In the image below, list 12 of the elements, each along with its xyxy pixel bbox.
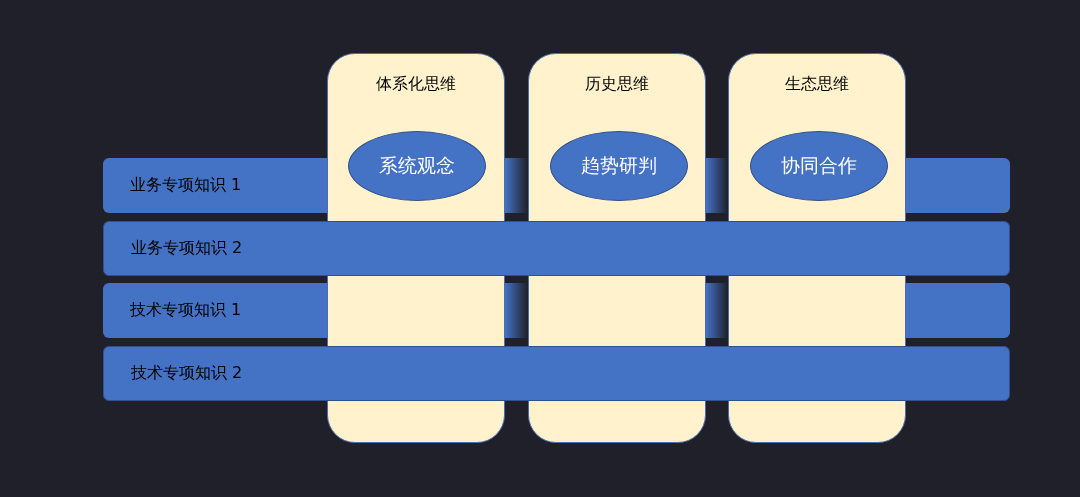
concept-ellipse: 系统观念 <box>348 131 486 201</box>
column-title: 生态思维 <box>784 74 850 95</box>
concept-ellipse: 趋势研判 <box>550 131 688 201</box>
band-label: 业务专项知识 1 <box>130 175 242 196</box>
knowledge-band <box>103 221 1010 276</box>
column-title: 体系化思维 <box>375 74 457 95</box>
band-label: 技术专项知识 1 <box>130 300 242 321</box>
knowledge-band <box>103 346 1010 401</box>
band-label: 技术专项知识 2 <box>131 363 243 384</box>
column-title: 历史思维 <box>584 74 650 95</box>
concept-ellipse: 协同合作 <box>750 131 888 201</box>
band-label: 业务专项知识 2 <box>131 238 243 259</box>
